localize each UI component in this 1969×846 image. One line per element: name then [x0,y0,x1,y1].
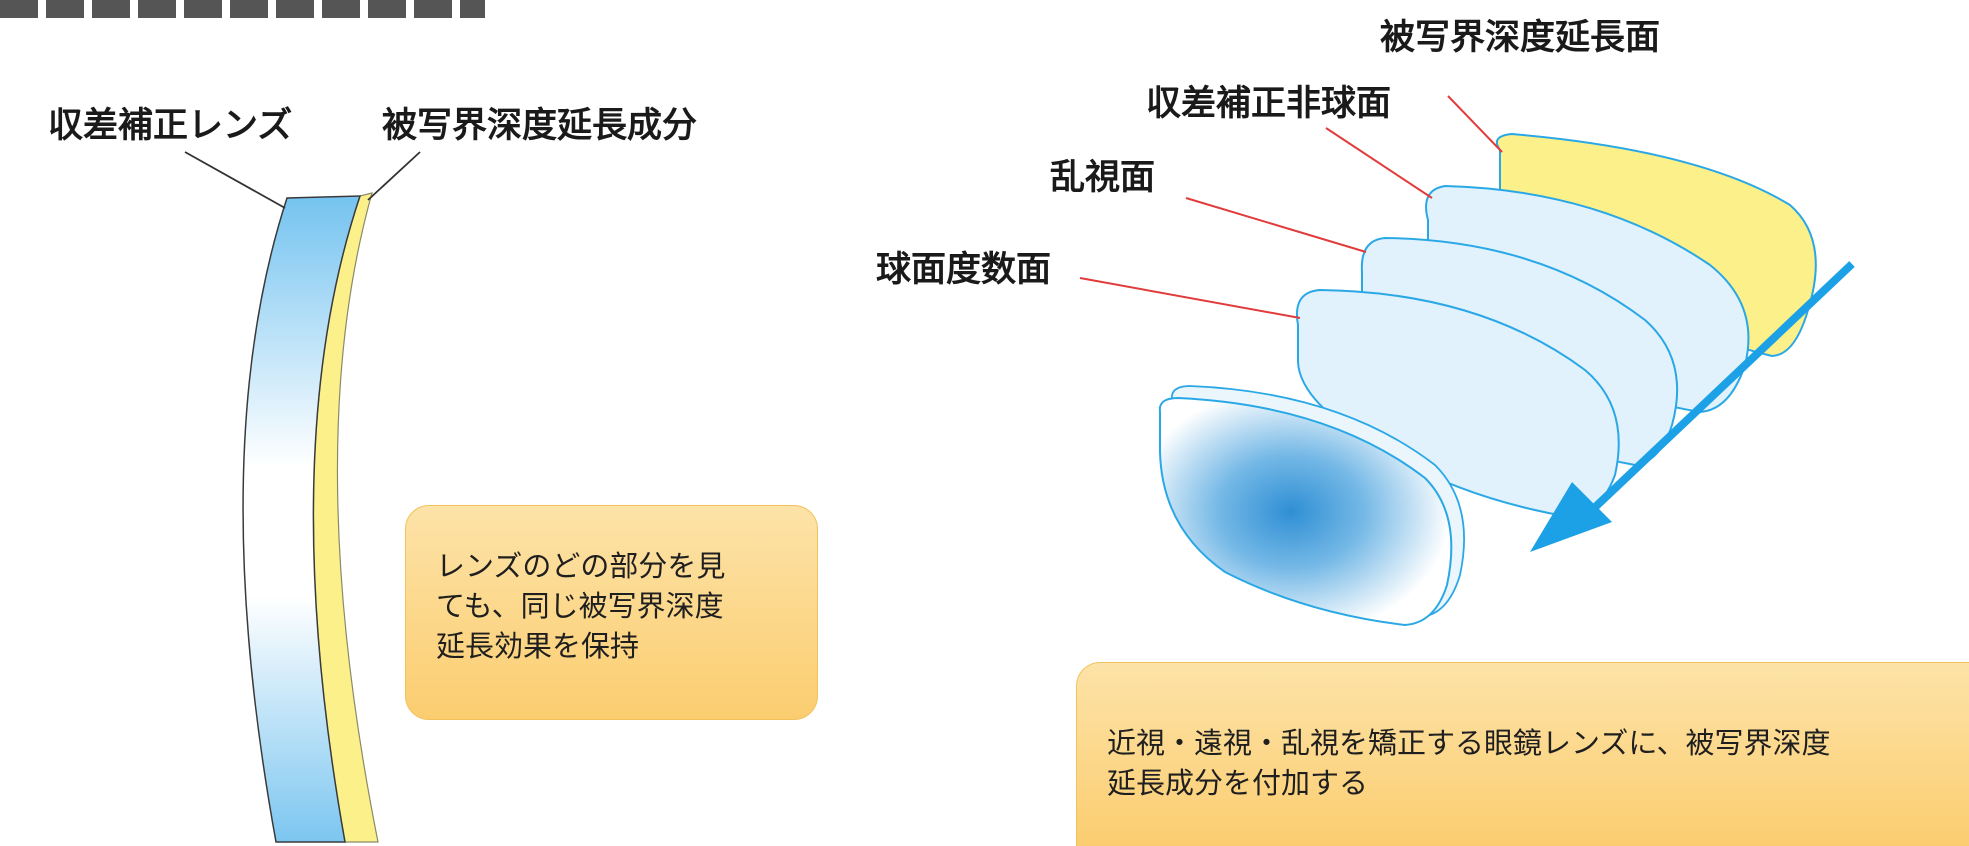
light-direction-arrow-icon [1530,261,1855,552]
label-astigmatism-surface: 乱視面 [1050,158,1156,198]
note-right-line-2: 延長成分を付加する [1107,766,1369,800]
finished-lens-face [1158,396,1453,627]
note-left-line-3: 延長効果を保持 [436,629,640,663]
leader-line-aspheric-surface [1325,127,1433,199]
label-spherical-surface: 球面度数面 [876,250,1052,290]
leader-line-spherical-surface [1079,277,1301,319]
label-edof-surface: 被写界深度延長面 [1380,18,1661,58]
label-aberration-lens: 収差補正レンズ [48,106,293,146]
note-left: レンズのどの部分を見 ても、同じ被写界深度 延長効果を保持 [405,505,818,720]
lens-cross-section [242,192,379,843]
leader-line-edof-component [367,151,421,201]
aberration-correction-lens-body [242,195,362,843]
label-edof-component: 被写界深度延長成分 [382,106,698,146]
note-right: 近視・遠視・乱視を矯正する眼鏡レンズに、被写界深度 延長成分を付加する [1076,662,1969,846]
finished-lens-icon [1158,385,1465,627]
label-aspheric-surface: 収差補正非球面 [1146,84,1392,124]
leader-line-lens [184,151,286,209]
leader-line-edof-surface [1447,95,1503,153]
note-left-line-2: ても、同じ被写界深度 [436,589,724,623]
note-right-line-1: 近視・遠視・乱視を矯正する眼鏡レンズに、被写界深度 [1107,726,1831,760]
leader-line-astigmatism-surface [1185,197,1367,253]
note-left-line-1: レンズのどの部分を見 [436,549,726,583]
cropped-title-bar [0,0,485,18]
lens-layer-stack [1296,132,1817,519]
